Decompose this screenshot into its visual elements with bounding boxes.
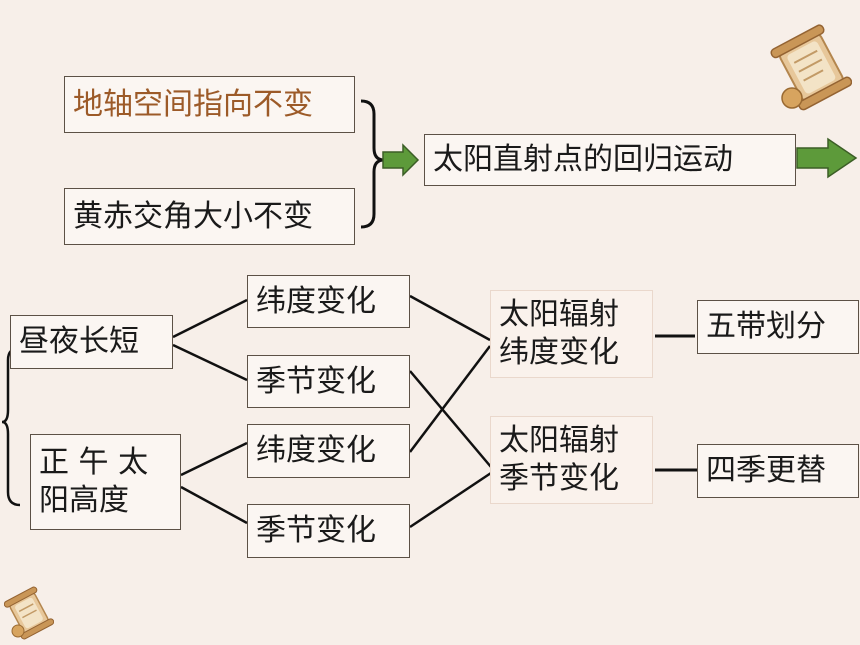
connector-line [409,471,492,529]
noon-altitude-box: 正 午 太 阳高度 [30,434,181,530]
connector-line [409,345,491,453]
connector-line [172,298,248,339]
lat-change-label-2: 纬度变化 [256,433,376,468]
radiation-lat-line1: 太阳辐射 [499,297,619,332]
radiation-season-box: 太阳辐射 季节变化 [490,416,653,504]
result-box: 太阳直射点的回归运动 [424,134,796,186]
radiation-season-line1: 太阳辐射 [499,423,619,458]
lat-change-box-1: 纬度变化 [247,275,410,328]
top-brace [360,99,385,229]
scroll-icon [4,586,54,640]
connector-line [180,485,248,525]
connector-line [172,343,248,382]
factor-axis-label: 地轴空间指向不变 [73,86,313,122]
arrow-right-icon [382,143,420,177]
season-change-box-2: 季节变化 [247,504,410,558]
result-label: 太阳直射点的回归运动 [433,142,733,177]
season-change-box-1: 季节变化 [247,355,410,408]
left-brace [1,346,21,507]
connector-line [409,294,491,342]
day-length-label: 昼夜长短 [19,324,139,359]
connector-line [409,370,492,468]
radiation-season-line2: 季节变化 [499,461,619,496]
arrow-right-icon [796,137,858,179]
four-seasons-label: 四季更替 [706,453,826,488]
four-seasons-box: 四季更替 [697,444,859,498]
day-length-box: 昼夜长短 [10,315,173,369]
season-change-label-2: 季节变化 [256,513,376,548]
radiation-lat-box: 太阳辐射 纬度变化 [490,290,653,378]
radiation-lat-line2: 纬度变化 [499,335,619,370]
season-change-label-1: 季节变化 [256,363,376,399]
lat-change-box-2: 纬度变化 [247,424,410,478]
factor-angle-label: 黄赤交角大小不变 [73,198,313,234]
five-zones-box: 五带划分 [697,300,859,354]
factor-angle-box: 黄赤交角大小不变 [64,188,355,245]
five-zones-label: 五带划分 [706,309,826,344]
connector-line [180,441,248,477]
factor-axis-box: 地轴空间指向不变 [64,76,355,133]
lat-change-label-1: 纬度变化 [256,283,376,319]
noon-altitude-line1: 正 午 太 [39,445,149,480]
noon-altitude-line2: 阳高度 [39,483,129,518]
scroll-icon [770,24,852,111]
